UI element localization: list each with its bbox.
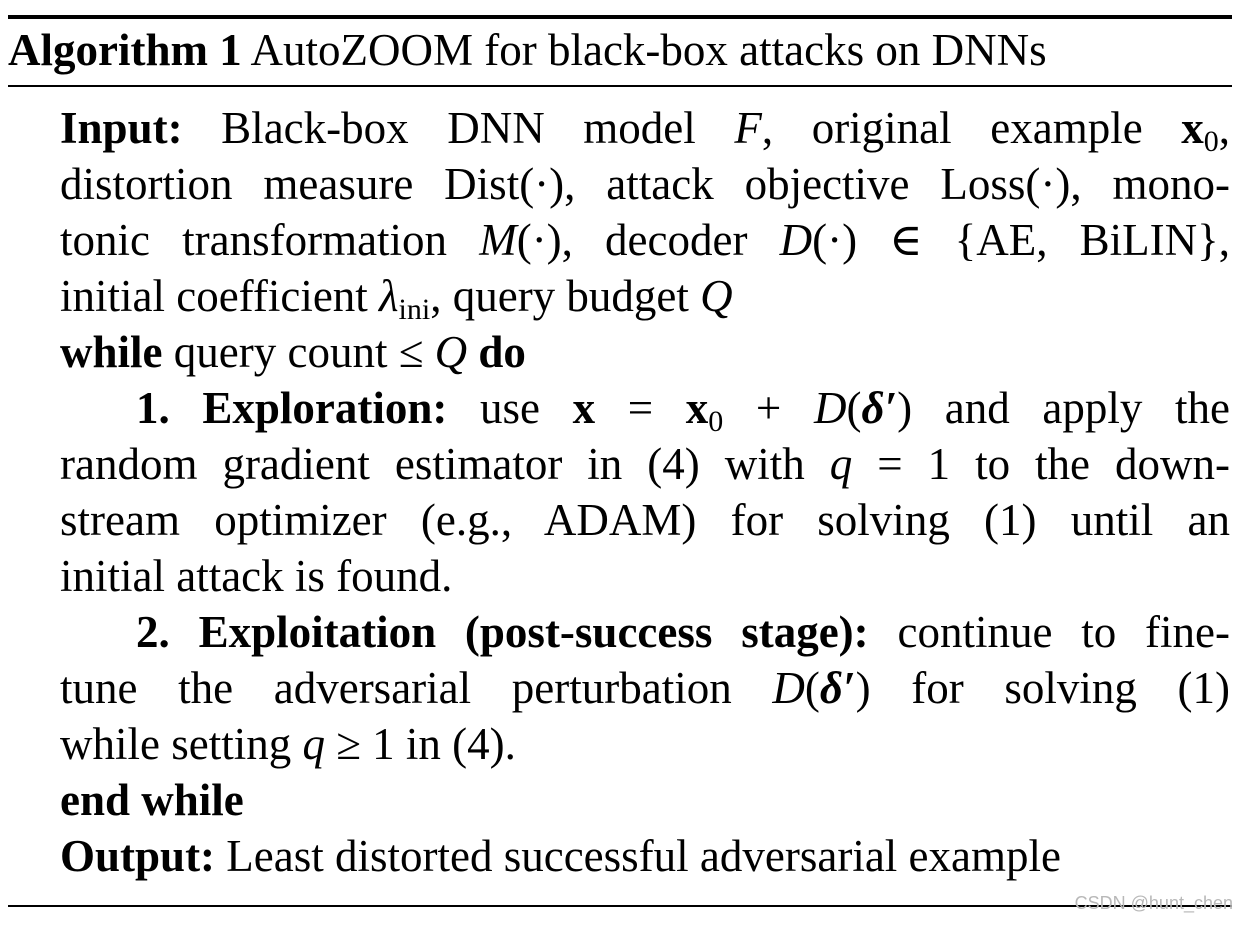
math-x: x <box>685 383 709 433</box>
output-line: Output: Least distorted successful adver… <box>60 828 1061 884</box>
step2-text: while setting <box>60 719 303 769</box>
math-delta: δ′ <box>861 383 898 433</box>
step1-text: and apply the <box>912 383 1230 433</box>
step2-line-3: while setting q ≥ 1 in (4). <box>60 716 516 772</box>
math-delta: δ′ <box>819 663 856 713</box>
step1-text: random gradient estimator in (4) with <box>60 439 830 489</box>
math-subscript: 0 <box>1203 125 1219 158</box>
input-keyword: Input: <box>60 103 183 153</box>
algorithm-label: Algorithm 1 <box>8 25 242 75</box>
step2-text: for solving (1) <box>870 663 1230 713</box>
math-F: F <box>734 103 762 153</box>
algorithm-caption: Algorithm 1 AutoZOOM for black-box attac… <box>8 22 1047 78</box>
do-keyword: do <box>467 327 526 377</box>
step2-text: continue to fine- <box>868 607 1230 657</box>
math-Q: Q <box>700 271 733 321</box>
step2-text: tune the adversarial perturbation <box>60 663 773 713</box>
input-text: , original example <box>761 103 1182 153</box>
math-paren: ( <box>846 383 862 433</box>
caption-rule <box>8 85 1232 87</box>
math-subscript: ini <box>398 293 431 326</box>
math-x: x <box>572 383 596 433</box>
math-D: D <box>772 663 805 713</box>
step2-line-1: 2. Exploitation (post-success stage): co… <box>136 604 1230 660</box>
input-text: Black-box DNN model <box>221 103 735 153</box>
input-text: , query budget <box>430 271 701 321</box>
math-lambda: λ <box>379 271 399 321</box>
input-text: (·), decoder <box>516 215 780 265</box>
math-q: q <box>302 719 325 769</box>
math-D: D <box>779 215 813 265</box>
watermark: CSDN @hunt_chen <box>1074 893 1233 913</box>
math-paren: ) <box>855 663 871 713</box>
end-while-line: end while <box>60 775 244 825</box>
input-text: (·) ∈ {AE, BiLIN}, <box>812 215 1230 265</box>
step1-text: = 1 to the down- <box>852 439 1230 489</box>
math-subscript: 0 <box>708 405 724 438</box>
math-D: D <box>813 383 847 433</box>
step1-line-3: stream optimizer (e.g., ADAM) for solvin… <box>60 495 1230 545</box>
input-line-2: distortion measure Dist(·), attack objec… <box>60 159 1230 209</box>
input-line-1: Input: Black-box DNN model F, original e… <box>60 100 1231 158</box>
math-Q: Q <box>434 327 468 377</box>
step1-keyword: 1. Exploration: <box>136 383 448 433</box>
top-rule <box>8 15 1232 19</box>
math-q: q <box>829 439 853 489</box>
step1-line-4: initial attack is found. <box>60 551 453 601</box>
while-text: query count ≤ <box>162 327 435 377</box>
input-line-4: initial coefficient λini, query budget Q <box>60 268 733 326</box>
step2-keyword: 2. Exploitation (post-success stage): <box>136 607 869 657</box>
input-text: initial coefficient <box>60 271 380 321</box>
input-line-3: tonic transformation M(·), decoder D(·) … <box>60 212 1230 268</box>
while-line: while query count ≤ Q do <box>60 324 526 380</box>
bottom-rule <box>8 905 1232 907</box>
input-text: , <box>1218 103 1231 153</box>
math-plus: + <box>723 383 814 433</box>
output-keyword: Output: <box>60 831 216 881</box>
step1-line-1: 1. Exploration: use x = x0 + D(δ′) and a… <box>136 380 1230 438</box>
math-x: x <box>1181 103 1204 153</box>
step1-line-2: random gradient estimator in (4) with q … <box>60 436 1230 492</box>
math-eq: = <box>595 383 686 433</box>
input-text: tonic transformation <box>60 215 480 265</box>
math-paren: ( <box>804 663 820 713</box>
while-keyword: while <box>60 327 163 377</box>
math-paren: ) <box>897 383 913 433</box>
step2-line-2: tune the adversarial perturbation D(δ′) … <box>60 660 1230 716</box>
math-M: M <box>479 215 517 265</box>
step1-text: use <box>447 383 573 433</box>
algorithm-title: AutoZOOM for black-box attacks on DNNs <box>250 25 1047 75</box>
output-text: Least distorted successful adversarial e… <box>215 831 1061 881</box>
step2-text: ≥ 1 in (4). <box>324 719 516 769</box>
